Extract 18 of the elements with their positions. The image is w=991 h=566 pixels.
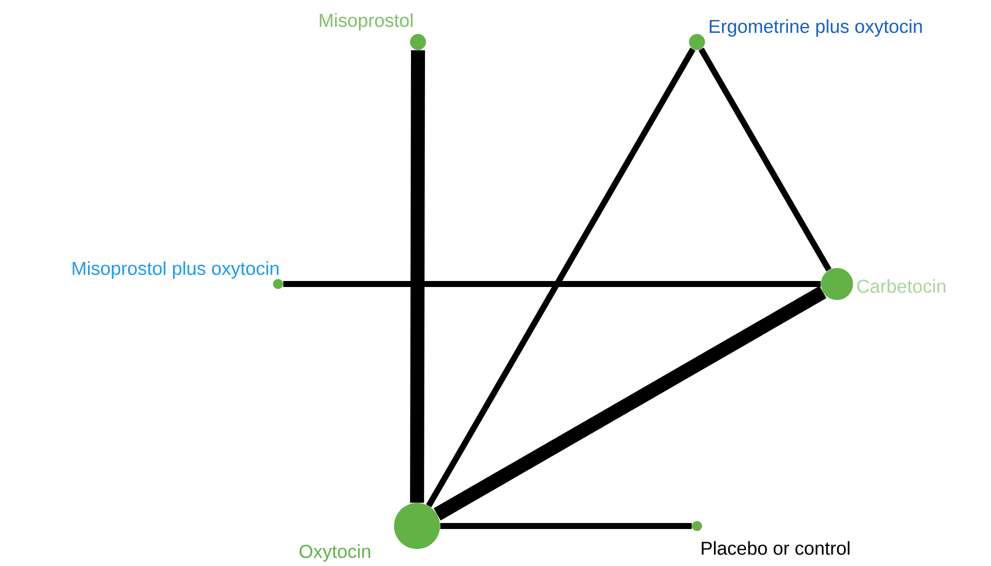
- network-edge: [410, 50, 425, 503]
- node-label: Carbetocin: [857, 279, 946, 293]
- network-node: Misoprostol plus oxytocin: [72, 261, 283, 289]
- node-label: Ergometrine plus oxytocin: [710, 19, 922, 37]
- node-label: Placebo or control: [702, 541, 850, 555]
- node-label: Misoprostol plus oxytocin: [72, 261, 278, 279]
- network-node: Oxytocin: [300, 503, 440, 562]
- network-node: Misoprostol: [320, 13, 426, 50]
- network-edge: [426, 48, 696, 508]
- network-node: Placebo or control: [692, 521, 850, 555]
- network-edge: [698, 48, 832, 272]
- network-node: Carbetocin: [821, 268, 946, 300]
- network-edge: [283, 281, 821, 287]
- network-edge: [440, 523, 692, 529]
- network-edge: [434, 286, 826, 520]
- node-label: Oxytocin: [300, 544, 370, 562]
- network-node: Ergometrine plus oxytocin: [689, 19, 922, 50]
- node-label: Misoprostol: [320, 13, 412, 31]
